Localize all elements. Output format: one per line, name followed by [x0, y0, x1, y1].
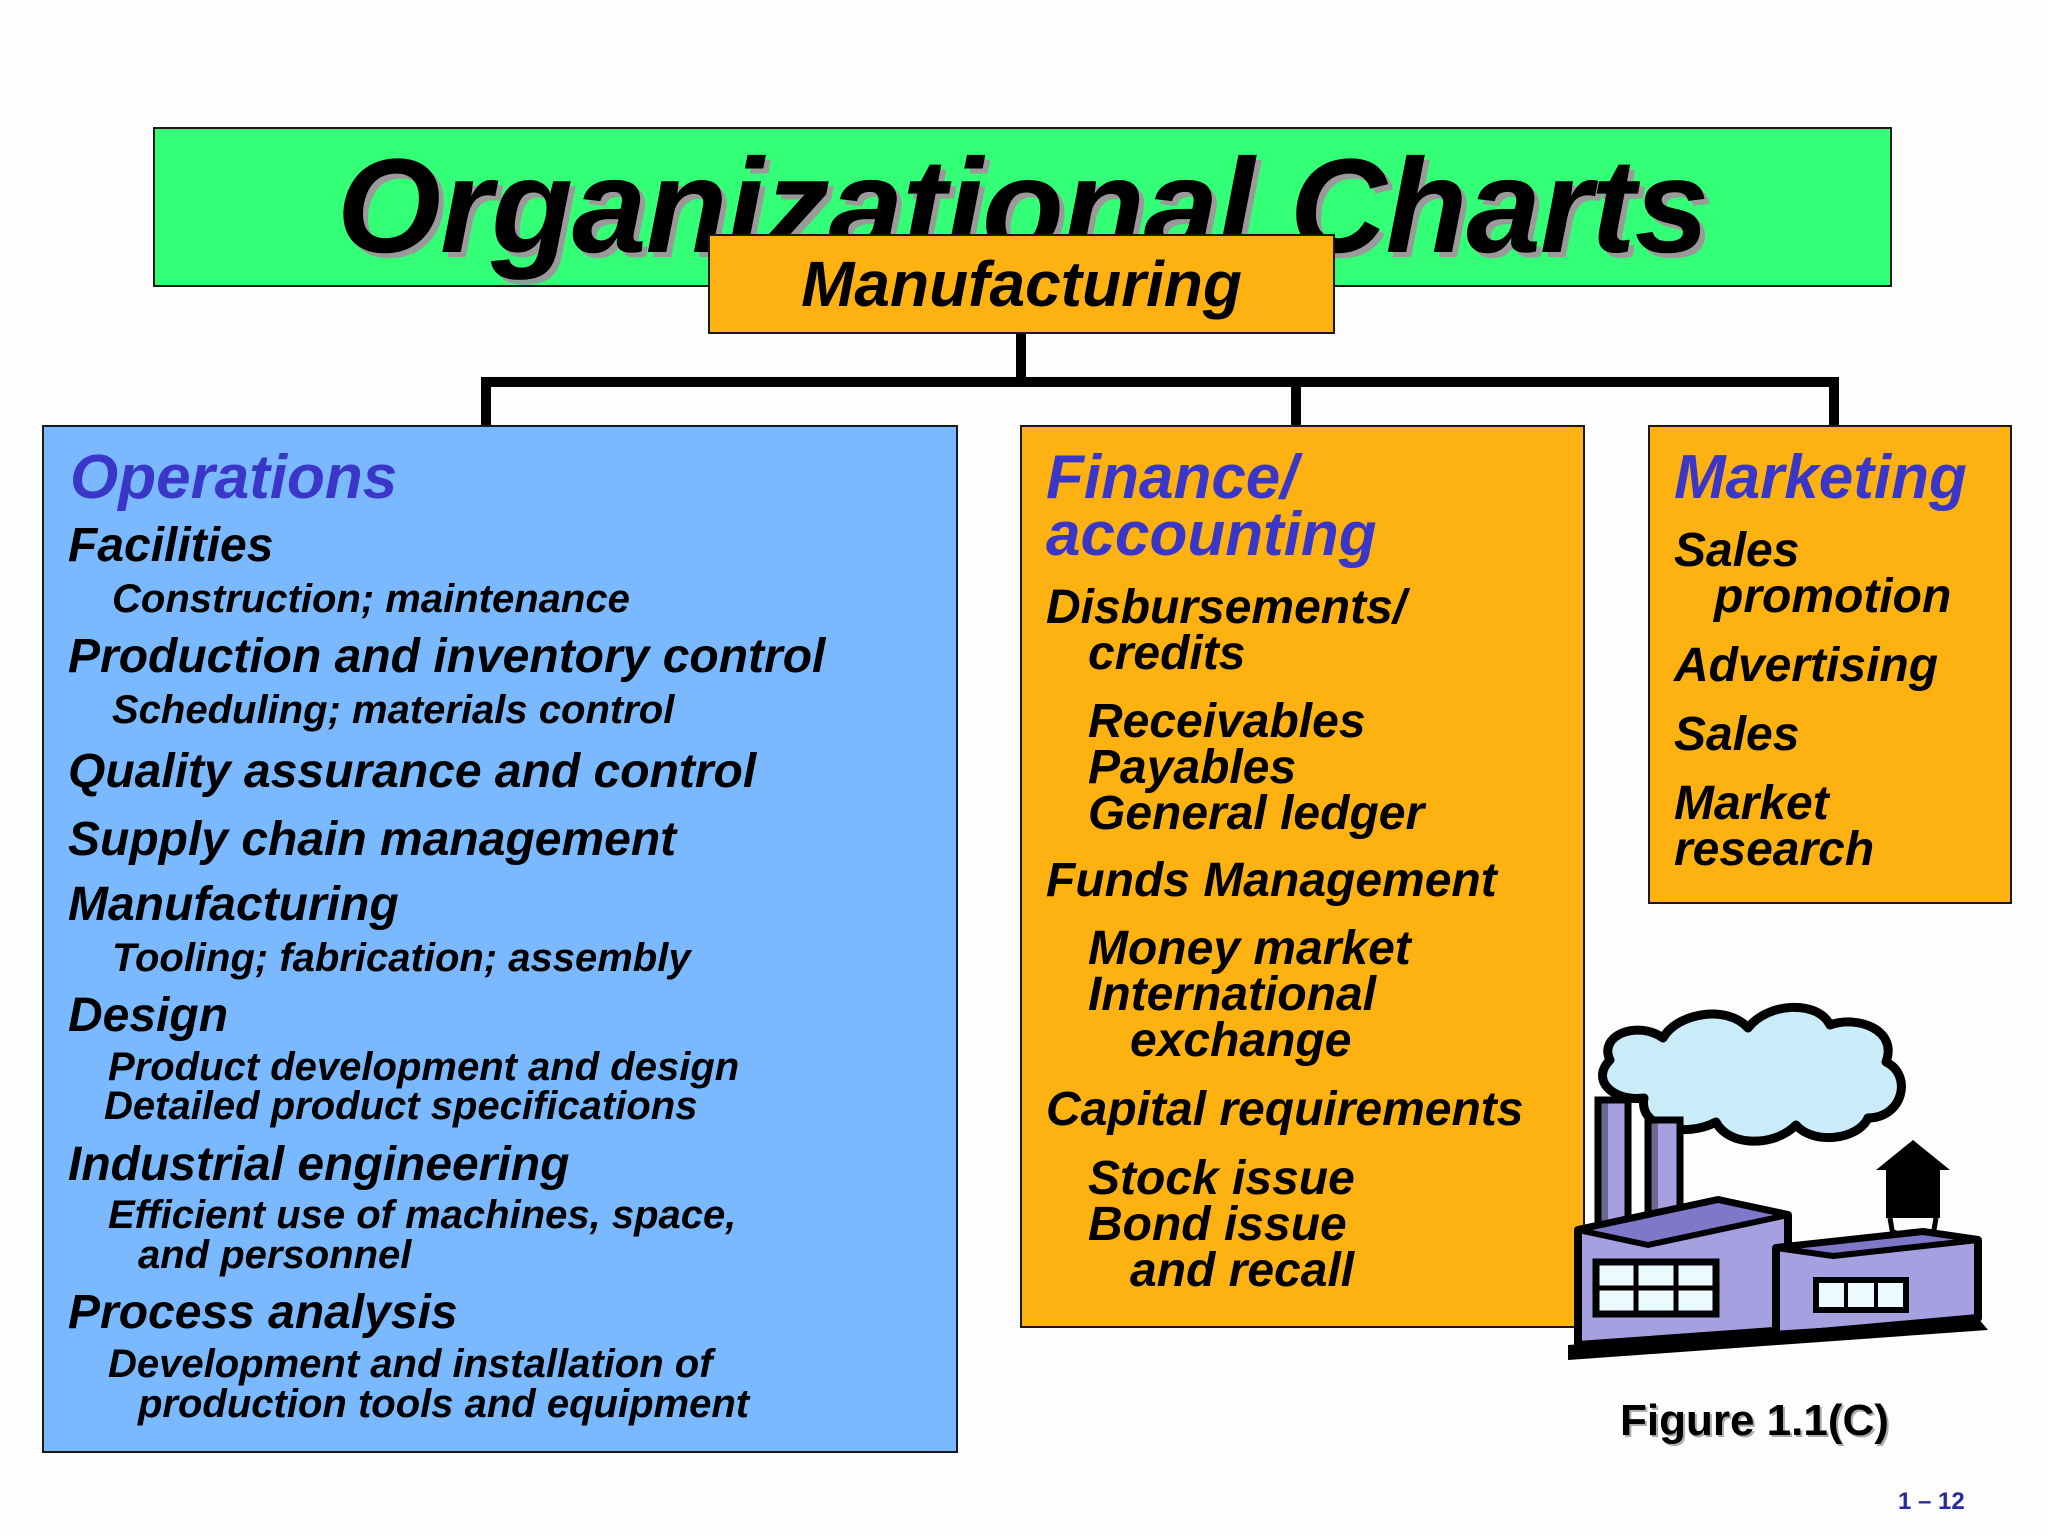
operations-subitem: Product development and design: [108, 1045, 740, 1089]
finance-subitem: and recall: [1130, 1244, 1355, 1297]
manufacturing-root-box: Manufacturing: [708, 234, 1335, 334]
water-tower-icon: [1876, 1140, 1950, 1266]
operations-box: Operations Facilities Construction; main…: [42, 425, 958, 1453]
page-number: 1 – 12: [1898, 1488, 1965, 1515]
figure-label: Figure 1.1(C): [1620, 1396, 1889, 1445]
finance-accounting-box: Finance/ accounting Disbursements/ credi…: [1020, 425, 1585, 1328]
operations-subitem: production tools and equipment: [138, 1382, 750, 1426]
operations-subitem: Efficient use of machines, space,: [108, 1193, 737, 1237]
operations-subitem: and personnel: [138, 1233, 412, 1277]
finance-subitem: Receivables: [1088, 695, 1366, 748]
marketing-box: Marketing Sales promotion Advertising Sa…: [1648, 425, 2012, 904]
factory-illustration: [1568, 1002, 1988, 1360]
operations-subitem: Scheduling; materials control: [112, 688, 675, 732]
marketing-item: Market: [1674, 777, 1829, 830]
finance-subitem: Bond issue: [1088, 1198, 1347, 1251]
finance-subitem: General ledger: [1088, 787, 1425, 840]
operations-item: Design: [68, 989, 229, 1042]
operations-subitem: Development and installation of: [108, 1342, 713, 1386]
finance-item: Disbursements/: [1046, 581, 1407, 634]
marketing-item: research: [1674, 823, 1875, 876]
finance-subitem: credits: [1088, 627, 1246, 680]
operations-subitem: Construction; maintenance: [112, 577, 630, 621]
operations-subitem: Tooling; fabrication; assembly: [112, 936, 691, 980]
finance-subitem: International: [1088, 968, 1377, 1021]
marketing-item: Sales: [1674, 708, 1800, 761]
marketing-item: promotion: [1714, 570, 1952, 623]
operations-heading: Operations: [70, 443, 398, 512]
finance-subitem: Payables: [1088, 741, 1297, 794]
finance-subitem: Money market: [1088, 922, 1411, 975]
operations-item: Facilities: [68, 519, 274, 572]
finance-item: Funds Management: [1046, 854, 1497, 907]
finance-item: Capital requirements: [1046, 1083, 1524, 1136]
operations-item: Quality assurance and control: [68, 745, 757, 798]
finance-heading-line2: accounting: [1046, 500, 1377, 569]
marketing-heading: Marketing: [1674, 443, 1967, 512]
marketing-item: Sales: [1674, 524, 1800, 577]
operations-item: Supply chain management: [68, 813, 677, 866]
operations-item: Industrial engineering: [68, 1138, 570, 1191]
operations-item: Production and inventory control: [68, 630, 826, 683]
operations-item: Process analysis: [68, 1286, 458, 1339]
marketing-item: Advertising: [1674, 639, 1939, 692]
finance-heading-line1: Finance/: [1046, 443, 1298, 512]
operations-item: Manufacturing: [68, 878, 399, 931]
finance-subitem: Stock issue: [1088, 1152, 1355, 1205]
finance-subitem: exchange: [1130, 1014, 1352, 1067]
operations-subitem: Detailed product specifications: [104, 1084, 698, 1128]
